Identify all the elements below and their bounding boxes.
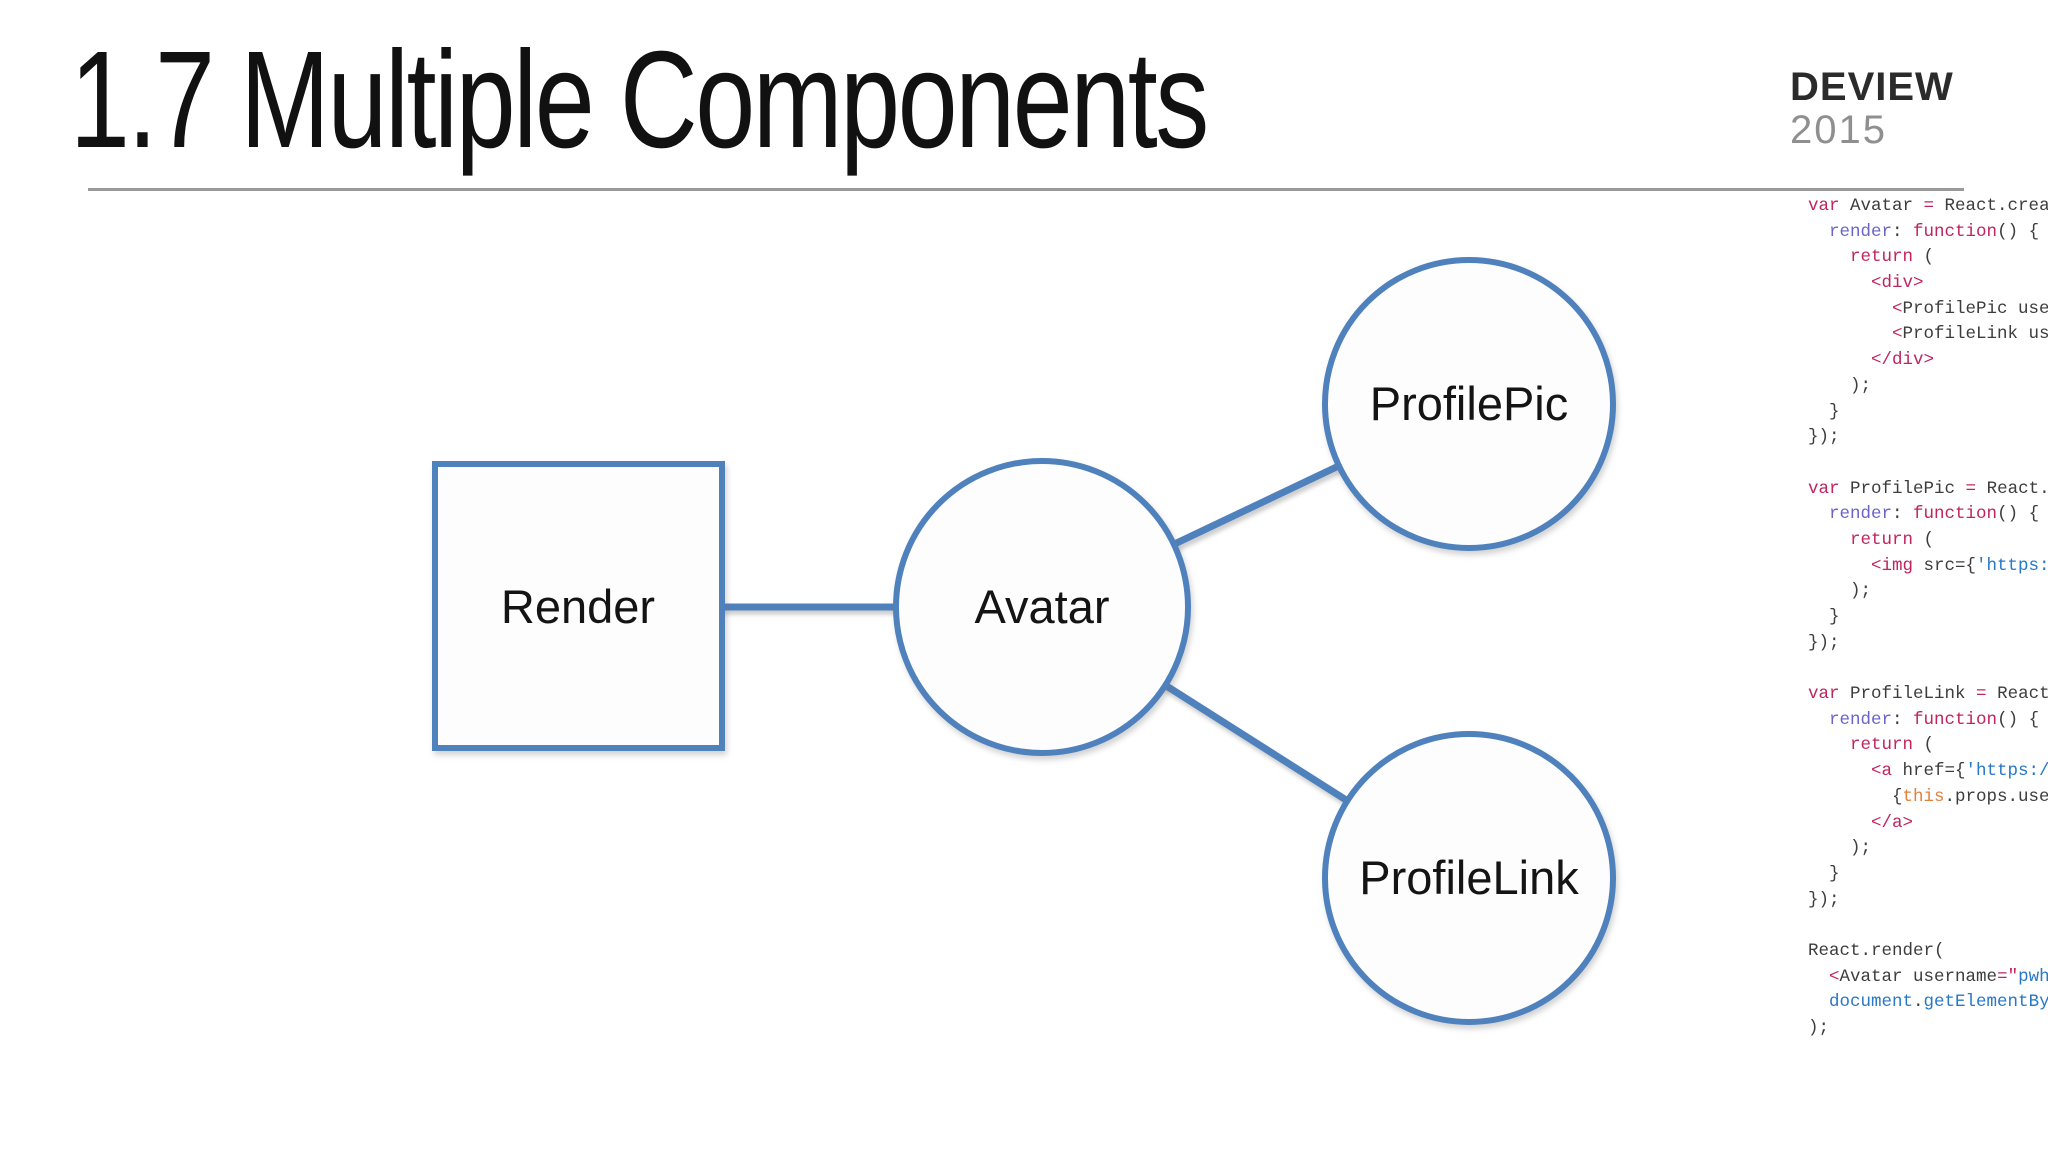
code-line: <ProfilePic user	[1892, 298, 2048, 319]
code-line: var Avatar = React.creat	[1808, 196, 2048, 216]
title-divider	[88, 188, 1964, 191]
code-line: );	[1808, 838, 1872, 859]
code-line: });	[1808, 427, 1840, 448]
deview-logo: DEVIEW 2015	[1790, 65, 1954, 153]
code-line: render: function() {	[1829, 221, 2040, 242]
code-line: );	[1808, 1018, 1830, 1038]
code-line	[1808, 913, 2048, 939]
code-panel: var Avatar = React.creat render: functio…	[1808, 194, 2048, 1042]
code-line: });	[1808, 889, 1840, 910]
avatar-node	[893, 458, 1191, 756]
code-line: var ProfilePic = React.c	[1808, 478, 2048, 499]
code-line: return (	[1850, 247, 1935, 268]
code-line: }	[1808, 401, 1840, 422]
code-line: <Avatar username="pwh"	[1829, 966, 2048, 987]
code-line: }	[1808, 607, 1840, 627]
profilelink-node	[1322, 731, 1616, 1025]
page-title: 1.7 Multiple Components	[70, 23, 1209, 177]
code-line: {this.props.user	[1808, 786, 2048, 807]
code-line: <img src={'https:/	[1871, 555, 2048, 576]
code-line: var ProfileLink = React.	[1808, 684, 2048, 705]
code-line: </div>	[1871, 350, 1935, 371]
code-line: </a>	[1871, 812, 1914, 833]
profilepic-node	[1322, 257, 1616, 551]
code-line: <ProfileLink use	[1892, 324, 2048, 345]
render-node-label: Render	[501, 580, 655, 633]
logo-line1: DEVIEW	[1790, 65, 1954, 109]
profilelink-node-label: ProfileLink	[1359, 851, 1579, 904]
render-node	[432, 461, 725, 751]
code-line: );	[1808, 581, 1872, 602]
code-line: document.getElementByI	[1829, 992, 2048, 1013]
code-line: render: function() {	[1829, 504, 2040, 525]
code-line: }	[1808, 863, 1840, 884]
code-line: );	[1808, 375, 1872, 396]
code-line: return (	[1850, 735, 1935, 756]
code-line: return (	[1850, 529, 1935, 550]
code-line: <div>	[1871, 273, 1924, 294]
code-line: render: function() {	[1829, 709, 2040, 730]
code-line	[1808, 656, 2048, 682]
code-line: <a href={'https://	[1871, 761, 2048, 782]
avatar-node-label: Avatar	[975, 580, 1110, 633]
code-line: });	[1808, 632, 1840, 653]
code-line	[1808, 451, 2048, 477]
profilepic-node-label: ProfilePic	[1370, 377, 1569, 430]
code-line: React.render(	[1808, 940, 1945, 961]
logo-line2: 2015	[1790, 108, 1887, 153]
